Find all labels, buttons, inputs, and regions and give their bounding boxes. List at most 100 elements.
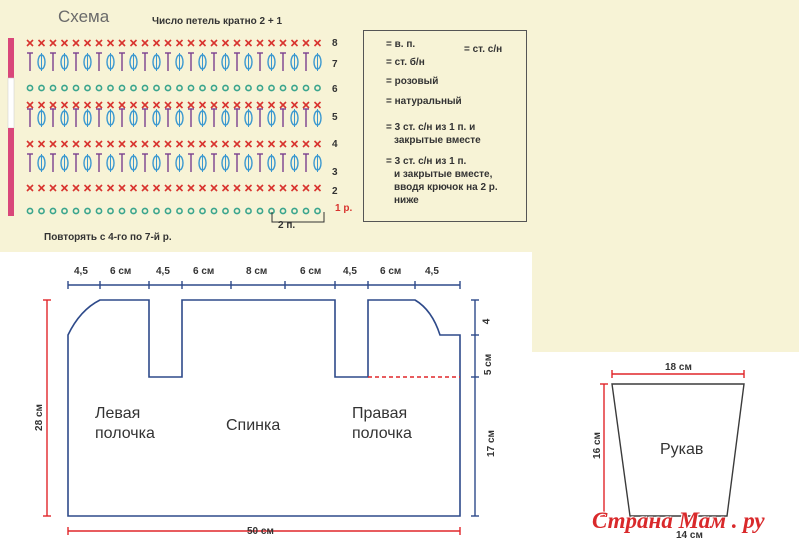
chain-stitch-icon xyxy=(141,207,149,215)
sc-stitch-icon xyxy=(49,39,57,47)
sc-stitch-icon xyxy=(256,140,264,148)
row-number: 5 xyxy=(332,112,338,123)
sc-stitch-icon xyxy=(164,184,172,192)
chain-stitch-icon xyxy=(302,84,310,92)
sc-stitch-icon xyxy=(313,140,322,148)
sc-stitch-icon xyxy=(118,184,126,192)
sc-stitch-icon xyxy=(279,184,287,192)
chain-stitch-icon xyxy=(153,84,160,92)
sc-stitch-icon xyxy=(83,184,92,192)
sc-stitch-icon xyxy=(106,184,115,192)
legend-natural: = натуральный xyxy=(386,96,462,107)
sc-stitch-icon xyxy=(37,101,46,109)
sc-stitch-icon xyxy=(198,101,207,109)
chain-stitch-icon xyxy=(61,84,68,92)
sc-stitch-icon xyxy=(302,101,310,109)
sc-stitch-icon xyxy=(49,101,57,109)
chain-stitch-icon xyxy=(38,84,45,92)
sc-stitch-icon xyxy=(233,101,241,109)
chain-stitch-icon xyxy=(279,84,287,92)
chain-stitch-icon xyxy=(302,207,310,215)
sc-stitch-icon xyxy=(72,39,80,47)
stitch-multiple-note: Число петель кратно 2 + 1 xyxy=(152,16,283,27)
sc-stitch-icon xyxy=(187,101,195,109)
sc-stitch-icon xyxy=(233,140,241,148)
sc-stitch-icon xyxy=(83,101,92,109)
site-watermark: Страна Мам . ру xyxy=(592,508,765,533)
sc-stitch-icon xyxy=(221,184,230,192)
sc-stitch-icon xyxy=(256,39,264,47)
sc-stitch-icon xyxy=(279,140,287,148)
sc-stitch-icon xyxy=(279,101,287,109)
right-upper-dim: 4 xyxy=(481,318,493,325)
chain-stitch-icon xyxy=(187,207,195,215)
chain-stitch-icon xyxy=(130,84,137,92)
sleeve-label: Рукав xyxy=(660,441,704,458)
dimension-label: 8 см xyxy=(246,266,268,277)
chain-stitch-icon xyxy=(118,84,126,92)
legend-box: = в. п. = ст. с/н = ст. б/н = розовый = … xyxy=(363,30,527,222)
sc-stitch-icon xyxy=(118,140,126,148)
sc-stitch-icon xyxy=(198,184,207,192)
dimension-label: 4,5 xyxy=(343,266,357,277)
sc-stitch-icon xyxy=(141,101,149,109)
back-label: Спинка xyxy=(226,417,281,434)
chain-stitch-icon xyxy=(118,207,126,215)
sc-stitch-icon xyxy=(302,184,310,192)
chain-stitch-icon xyxy=(245,84,252,92)
height-label: 28 см xyxy=(33,404,45,431)
sc-stitch-icon xyxy=(118,101,126,109)
sc-stitch-icon xyxy=(37,140,46,148)
sc-stitch-icon xyxy=(37,39,46,47)
chain-stitch-icon xyxy=(72,84,80,92)
chain-stitch-icon xyxy=(49,207,57,215)
sc-stitch-icon xyxy=(152,140,161,148)
sc-stitch-icon xyxy=(290,39,299,47)
chain-stitch-icon xyxy=(256,207,264,215)
sc-stitch-icon xyxy=(302,140,310,148)
chain-stitch-icon xyxy=(38,207,45,215)
right-lower-dim: 17 см xyxy=(485,430,497,457)
chain-stitch-icon xyxy=(233,207,241,215)
sc-stitch-icon xyxy=(290,140,299,148)
sc-stitch-icon xyxy=(244,140,253,148)
legend-ch: = в. п. xyxy=(386,39,416,50)
sc-stitch-icon xyxy=(129,184,138,192)
sc-stitch-icon xyxy=(290,184,299,192)
sc-stitch-icon xyxy=(49,184,57,192)
sc-stitch-icon xyxy=(49,140,57,148)
sc-stitch-icon xyxy=(141,140,149,148)
chain-stitch-icon xyxy=(130,207,137,215)
sc-stitch-icon xyxy=(164,39,172,47)
chain-stitch-icon xyxy=(291,207,298,215)
dimension-label: 4,5 xyxy=(425,266,439,277)
sc-stitch-icon xyxy=(83,39,92,47)
repeat-bracket xyxy=(271,212,325,223)
chain-stitch-icon xyxy=(61,207,68,215)
chain-stitch-icon xyxy=(95,84,103,92)
legend-cluster-line: и закрытые вместе, xyxy=(394,169,493,180)
sc-stitch-icon xyxy=(106,39,115,47)
row-number: 4 xyxy=(332,139,338,150)
chain-stitch-icon xyxy=(233,84,241,92)
legend-cluster-line: вводя крючок на 2 р. xyxy=(394,182,498,193)
sc-stitch-icon xyxy=(175,184,184,192)
right-mid-dim: 5 см xyxy=(483,353,495,376)
sc-stitch-icon xyxy=(267,184,276,192)
chain-stitch-icon xyxy=(268,84,275,92)
sc-stitch-icon xyxy=(60,184,69,192)
sc-stitch-icon xyxy=(60,140,69,148)
legend-cluster-line: ниже xyxy=(394,195,419,206)
sc-stitch-icon xyxy=(221,140,230,148)
sc-stitch-icon xyxy=(164,140,172,148)
sc-stitch-icon xyxy=(141,184,149,192)
sc-stitch-icon xyxy=(37,184,46,192)
chain-stitch-icon xyxy=(199,207,206,215)
chain-stitch-icon xyxy=(314,84,321,92)
legend-sc: = ст. б/н xyxy=(386,57,425,68)
sc-stitch-icon xyxy=(210,101,218,109)
chain-stitch-icon xyxy=(256,84,264,92)
body-pattern-outline xyxy=(67,299,461,517)
chain-stitch-icon xyxy=(187,84,195,92)
